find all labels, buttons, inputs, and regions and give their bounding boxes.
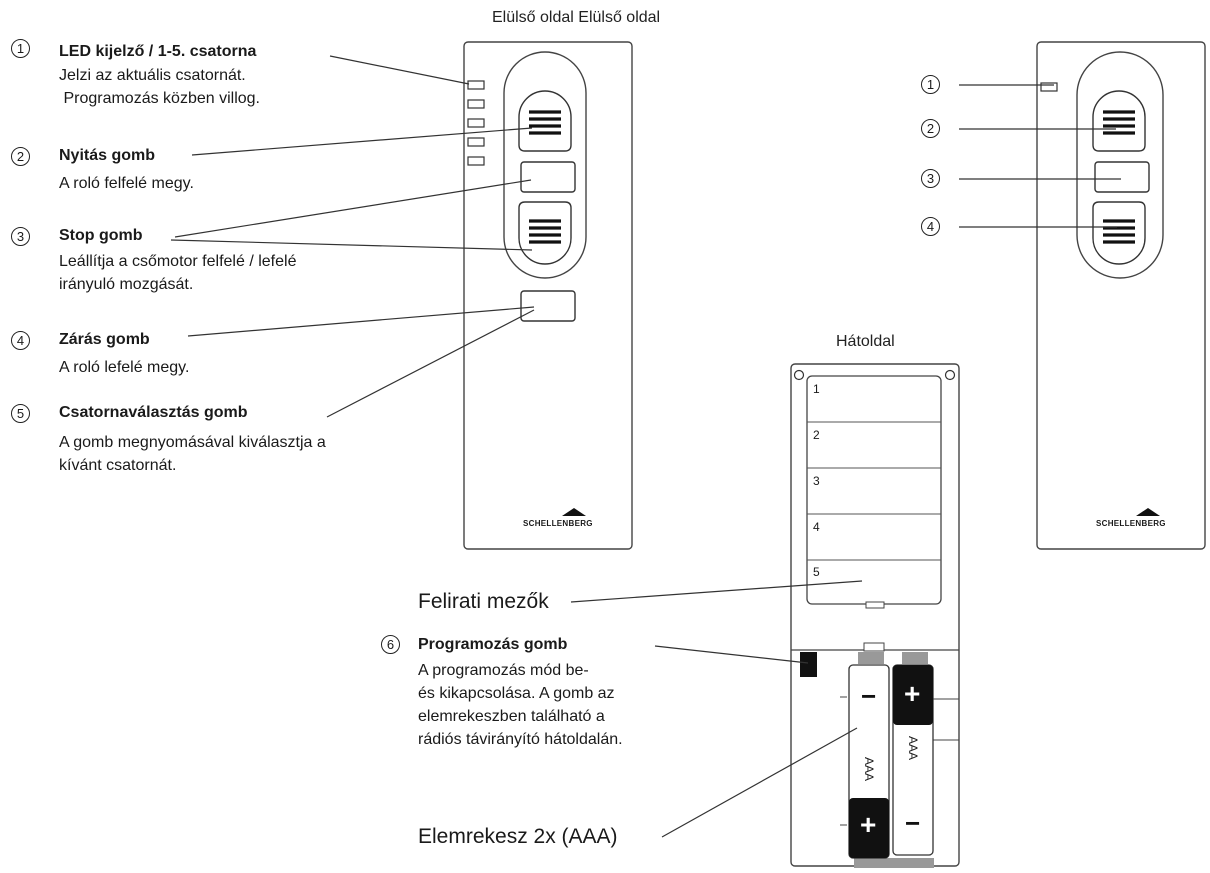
back-remote [790, 363, 960, 868]
label-slot-2: 2 [813, 428, 820, 442]
brand-text-right: SCHELLENBERG [1096, 519, 1166, 528]
callout-title-3: Stop gomb [59, 227, 143, 244]
callout-desc-6: A programozás mód be- és kikapcsolása. A… [418, 662, 623, 748]
callout-number-1: 1 [11, 39, 30, 58]
battery-left-plus: + [860, 809, 877, 840]
stop-button[interactable] [1094, 161, 1150, 193]
callout-number-2: 2 [11, 147, 30, 166]
callout-number-6: 6 [381, 635, 400, 654]
callout-desc-3: Leállítja a csőmotor felfelé / lefelé ir… [59, 253, 297, 293]
battery-right-plus: + [904, 678, 921, 709]
label-slot-1: 1 [813, 382, 820, 396]
brand-text-left: SCHELLENBERG [523, 519, 593, 528]
label-slot-3: 3 [813, 474, 820, 488]
leader-lines [170, 55, 1121, 838]
callout-title-1: LED kijelző / 1-5. csatorna [59, 43, 257, 60]
callout-title-4: Zárás gomb [59, 331, 150, 348]
battery-left-type: AAA [862, 756, 876, 781]
callout-desc-4: A roló lefelé megy. [59, 359, 190, 376]
down-button[interactable] [518, 201, 572, 265]
front-remote-right [1036, 41, 1206, 550]
callout-title-2: Nyitás gomb [59, 147, 156, 164]
front-remote-left [463, 41, 633, 550]
brand-logo-left [562, 508, 586, 516]
right-number-3: 3 [921, 169, 940, 188]
up-button[interactable] [1092, 90, 1146, 152]
label-fields-panel [806, 375, 942, 605]
battery-left-minus: − [861, 681, 877, 711]
label-fields-title: Felirati mezők [418, 590, 549, 613]
brand-logo-right [1136, 508, 1160, 516]
callout-title-6: Programozás gomb [418, 636, 568, 653]
callout-number-4: 4 [11, 331, 30, 350]
battery-left [848, 664, 890, 859]
callout-desc-1: Jelzi az aktuális csatornát. Programozás… [59, 67, 260, 107]
callout-desc-5: A gomb megnyomásával kiválasztja a kíván… [59, 434, 326, 474]
label-slot-4: 4 [813, 520, 820, 534]
label-slot-5: 5 [813, 565, 820, 579]
up-button[interactable] [518, 90, 572, 152]
back-heading: Hátoldal [836, 333, 895, 350]
callout-desc-2: A roló felfelé megy. [59, 175, 194, 192]
stop-button[interactable] [520, 161, 576, 193]
battery-right [892, 664, 934, 856]
led-indicators [467, 80, 485, 166]
callout-number-3: 3 [11, 227, 30, 246]
right-number-2: 2 [921, 119, 940, 138]
callout-title-5: Csatornaválasztás gomb [59, 404, 248, 421]
channel-button[interactable] [520, 290, 576, 322]
program-button[interactable] [800, 652, 817, 677]
down-button[interactable] [1092, 201, 1146, 265]
battery-right-minus: − [905, 808, 921, 838]
callout-number-5: 5 [11, 404, 30, 423]
right-number-1: 1 [921, 75, 940, 94]
front-heading: Elülső oldal Elülső oldal [492, 9, 661, 26]
right-number-4: 4 [921, 217, 940, 236]
led-indicator [1040, 82, 1058, 92]
battery-compartment-title: Elemrekesz 2x (AAA) [418, 825, 618, 848]
battery-right-type: AAA [906, 735, 920, 760]
